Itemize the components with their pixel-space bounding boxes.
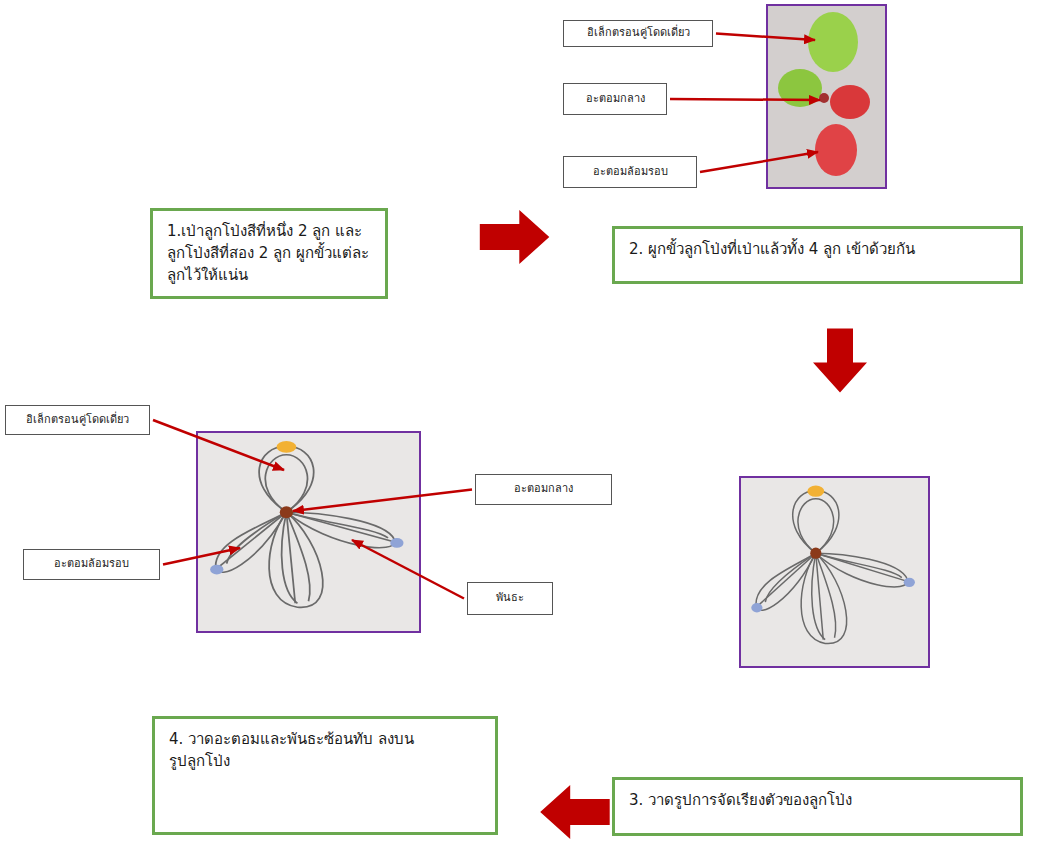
callout-label: อะตอมล้อมรอบ [23, 549, 160, 580]
callout-label: อิเล็กตรอนคู่โดดเดี่ยว [563, 20, 713, 47]
label-text: อะตอมกลาง [514, 482, 573, 496]
label-text: พันธะ [496, 591, 524, 605]
flow-arrow [540, 785, 610, 839]
arrow-shape [813, 328, 867, 392]
leader-line [700, 152, 818, 172]
balloon-photo [767, 5, 886, 188]
label-text: อิเล็กตรอนคู่โดดเดี่ยว [26, 413, 129, 427]
arrow-shape [540, 785, 610, 839]
step-box: 3. วาดรูปการจัดเรียงตัวของลูกโป่ง [612, 777, 1023, 836]
callout-label: อะตอมกลาง [475, 474, 612, 505]
leader-line [153, 420, 284, 470]
leader-line [716, 34, 815, 41]
label-text: อะตอมล้อมรอบ [593, 165, 668, 179]
leader-line [670, 99, 820, 100]
step-text: 2. ผูกขั้วลูกโป่งที่เป่าแล้วทั้ง 4 ลูก เ… [629, 239, 1006, 261]
callout-label: อะตอมกลาง [563, 83, 667, 115]
step-text: 4. วาดอะตอมและพันธะซ้อนทับ ลงบนรูปลูกโป่… [169, 729, 419, 773]
step-box: 1.เป่าลูกโป่งสีที่หนึ่ง 2 ลูก และลูกโป่ง… [150, 208, 388, 299]
label-text: อะตอมล้อมรอบ [54, 557, 129, 571]
step-text: 3. วาดรูปการจัดเรียงตัวของลูกโป่ง [629, 790, 1006, 812]
callout-label: พันธะ [467, 582, 553, 615]
leader-line [352, 540, 464, 599]
flow-arrow [480, 210, 550, 264]
callout-label: อะตอมล้อมรอบ [563, 156, 697, 188]
balloon-sketch [197, 432, 420, 632]
leader-line [163, 548, 240, 565]
leader-lines [153, 34, 820, 599]
step-box: 4. วาดอะตอมและพันธะซ้อนทับ ลงบนรูปลูกโป่… [152, 716, 498, 835]
balloon-sketch [740, 477, 929, 667]
callout-label: อิเล็กตรอนคู่โดดเดี่ยว [5, 405, 150, 435]
label-text: อะตอมกลาง [586, 92, 645, 106]
step-box: 2. ผูกขั้วลูกโป่งที่เป่าแล้วทั้ง 4 ลูก เ… [612, 226, 1023, 284]
flow-arrow [813, 328, 867, 392]
leader-line [293, 490, 472, 512]
step-text: 1.เป่าลูกโป่งสีที่หนึ่ง 2 ลูก และลูกโป่ง… [167, 221, 371, 286]
label-text: อิเล็กตรอนคู่โดดเดี่ยว [587, 26, 690, 40]
arrow-shape [480, 210, 550, 264]
